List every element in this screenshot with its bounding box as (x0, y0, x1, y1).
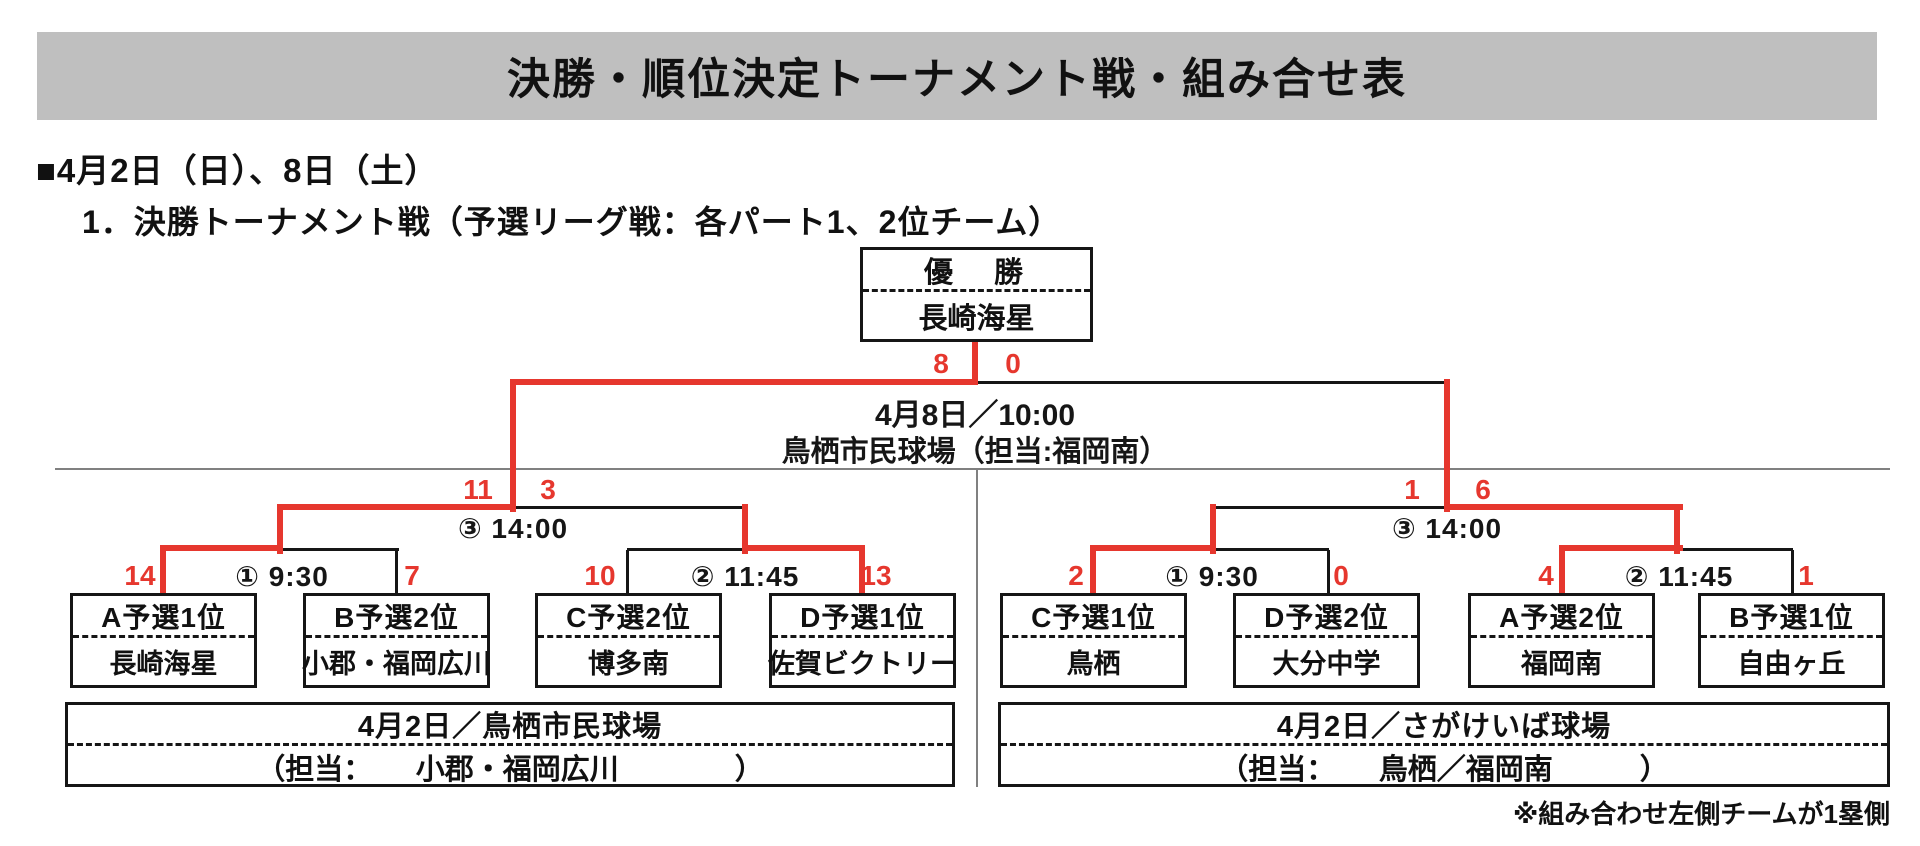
winner-line-qf-l1-left-drop (160, 545, 166, 596)
score-final-right: 0 (1005, 348, 1021, 379)
winner-line-final-left (510, 379, 978, 385)
team-box-a1: A予選1位 長崎海星 (70, 593, 257, 688)
champion-label: 優 勝 (863, 250, 1090, 292)
score-qf-r1-b: 0 (1333, 560, 1349, 591)
winner-line-qf-l2-right (742, 545, 865, 551)
winner-line-sf-right-center (1444, 379, 1450, 512)
venue-duty: （担当： 小郡・福岡広川 ） (256, 754, 764, 786)
winner-line-sf-left-center (510, 379, 516, 512)
team-name: 大分中学 (1272, 649, 1381, 679)
score-qf-l1-b: 7 (404, 560, 420, 591)
bracket-line-qf-l1-right-half (280, 548, 399, 551)
team-seed: D予選2位 (1236, 596, 1417, 638)
team-seed: C予選2位 (538, 596, 719, 638)
team-box-c1: C予選1位 鳥栖 (1000, 593, 1187, 688)
divider-horizontal-line (55, 468, 1890, 470)
team-seed: A予選2位 (1471, 596, 1652, 638)
score-qf-l2-a: 10 (584, 560, 616, 591)
team-name: 小郡・福岡広川 (302, 649, 491, 679)
match-label-qf-l2: ② 11:45 (690, 561, 800, 592)
winner-line-qf-r1-center (1210, 504, 1216, 554)
winner-line-qf-r1-left (1090, 545, 1216, 551)
match-label-sf-left: ③ 14:00 (457, 513, 569, 544)
score-qf-l2-b: 13 (860, 560, 892, 591)
score-qf-r2-a: 4 (1538, 560, 1554, 591)
final-venue: 鳥栖市民球場（担当:福岡南） (781, 436, 1169, 468)
score-sf-right-b: 6 (1475, 474, 1491, 505)
venue-date: 4月2日／鳥栖市民球場 (68, 705, 952, 746)
winner-line-qf-l1-center (277, 504, 283, 554)
team-box-d2: D予選2位 大分中学 (1233, 593, 1420, 688)
score-qf-r1-a: 2 (1068, 560, 1084, 591)
winner-line-sf-left-left-half (277, 504, 516, 510)
winner-line-qf-r2-left (1559, 545, 1683, 551)
match-label-qf-r2: ② 11:45 (1624, 561, 1734, 592)
score-sf-left-b: 3 (540, 474, 556, 505)
team-seed: D予選1位 (772, 596, 953, 638)
final-datetime: 4月8日／10:00 (874, 399, 1076, 432)
team-name: 長崎海星 (109, 649, 218, 679)
team-name: 福岡南 (1521, 649, 1602, 679)
team-name: 鳥栖 (1066, 649, 1121, 679)
winner-line-qf-r1-left-drop (1090, 545, 1096, 596)
bracket-line-qf-l2-left-half (627, 548, 745, 551)
footnote: ※組み合わせ左側チームが1塁側 (1513, 799, 1890, 829)
match-label-qf-r1: ① 9:30 (1165, 561, 1259, 592)
winner-line-qf-l2-center (742, 504, 748, 554)
score-sf-right-a: 1 (1404, 474, 1420, 505)
score-qf-l1-a: 14 (124, 560, 156, 591)
bracket-line-qf-r1-right-drop (1327, 550, 1330, 596)
team-seed: C予選1位 (1003, 596, 1184, 638)
venue-date: 4月2日／さがけいば球場 (1001, 705, 1887, 746)
bracket-line-qf-r2-right-drop (1791, 550, 1794, 596)
match-label-qf-l1: ① 9:30 (235, 561, 329, 592)
bracket-line-qf-r2-right-half (1677, 548, 1793, 551)
champion-box: 優 勝 長崎海星 (860, 247, 1093, 342)
divider-vertical-line (976, 468, 978, 787)
team-seed: B予選1位 (1701, 596, 1882, 638)
winner-line-champion-connector (972, 340, 978, 384)
team-name: 佐賀ビクトリー (768, 649, 957, 679)
page-title: 決勝・順位決定トーナメント戦・組み合せ表 (37, 32, 1877, 120)
team-box-b2: B予選2位 小郡・福岡広川 (302, 593, 491, 688)
winner-line-sf-right-right-half (1444, 504, 1683, 510)
team-seed: A予選1位 (73, 596, 254, 638)
heading-dates: ■4月2日（日）、8日（土） (36, 152, 439, 189)
team-seed: B予選2位 (306, 596, 487, 638)
winner-line-qf-r2-center (1674, 504, 1680, 554)
team-box-c2: C予選2位 博多南 (535, 593, 722, 688)
score-qf-r2-b: 1 (1798, 560, 1814, 591)
champion-team: 長崎海星 (918, 302, 1035, 335)
winner-line-qf-l2-right-drop (859, 545, 865, 596)
winner-line-qf-l1-left (160, 545, 283, 551)
team-name: 博多南 (588, 649, 669, 679)
bracket-line-final-right (975, 381, 1447, 384)
bracket-line-qf-l1-right-drop (395, 550, 398, 596)
venue-duty: （担当： 鳥栖／福岡南 ） (1219, 754, 1669, 786)
team-box-a2: A予選2位 福岡南 (1468, 593, 1655, 688)
bracket-line-qf-r1-right-half (1213, 548, 1329, 551)
bracket-line-sf-left-right-half (513, 506, 745, 509)
venue-box-left: 4月2日／鳥栖市民球場 （担当： 小郡・福岡広川 ） (65, 702, 955, 787)
heading-subtitle: 1．決勝トーナメント戦（予選リーグ戦：各パート1、2位チーム） (82, 204, 1062, 240)
team-box-b1: B予選1位 自由ヶ丘 (1698, 593, 1885, 688)
score-final-left: 8 (933, 348, 949, 379)
bracket-line-sf-right-left-half (1213, 506, 1447, 509)
score-sf-left-a: 11 (463, 474, 493, 505)
bracket-line-qf-l2-left-drop (626, 550, 629, 596)
match-label-sf-right: ③ 14:00 (1391, 513, 1503, 544)
winner-line-qf-r2-left-drop (1559, 545, 1565, 596)
venue-box-right: 4月2日／さがけいば球場 （担当： 鳥栖／福岡南 ） (998, 702, 1890, 787)
team-box-d1: D予選1位 佐賀ビクトリー (768, 593, 957, 688)
team-name: 自由ヶ丘 (1737, 649, 1846, 679)
